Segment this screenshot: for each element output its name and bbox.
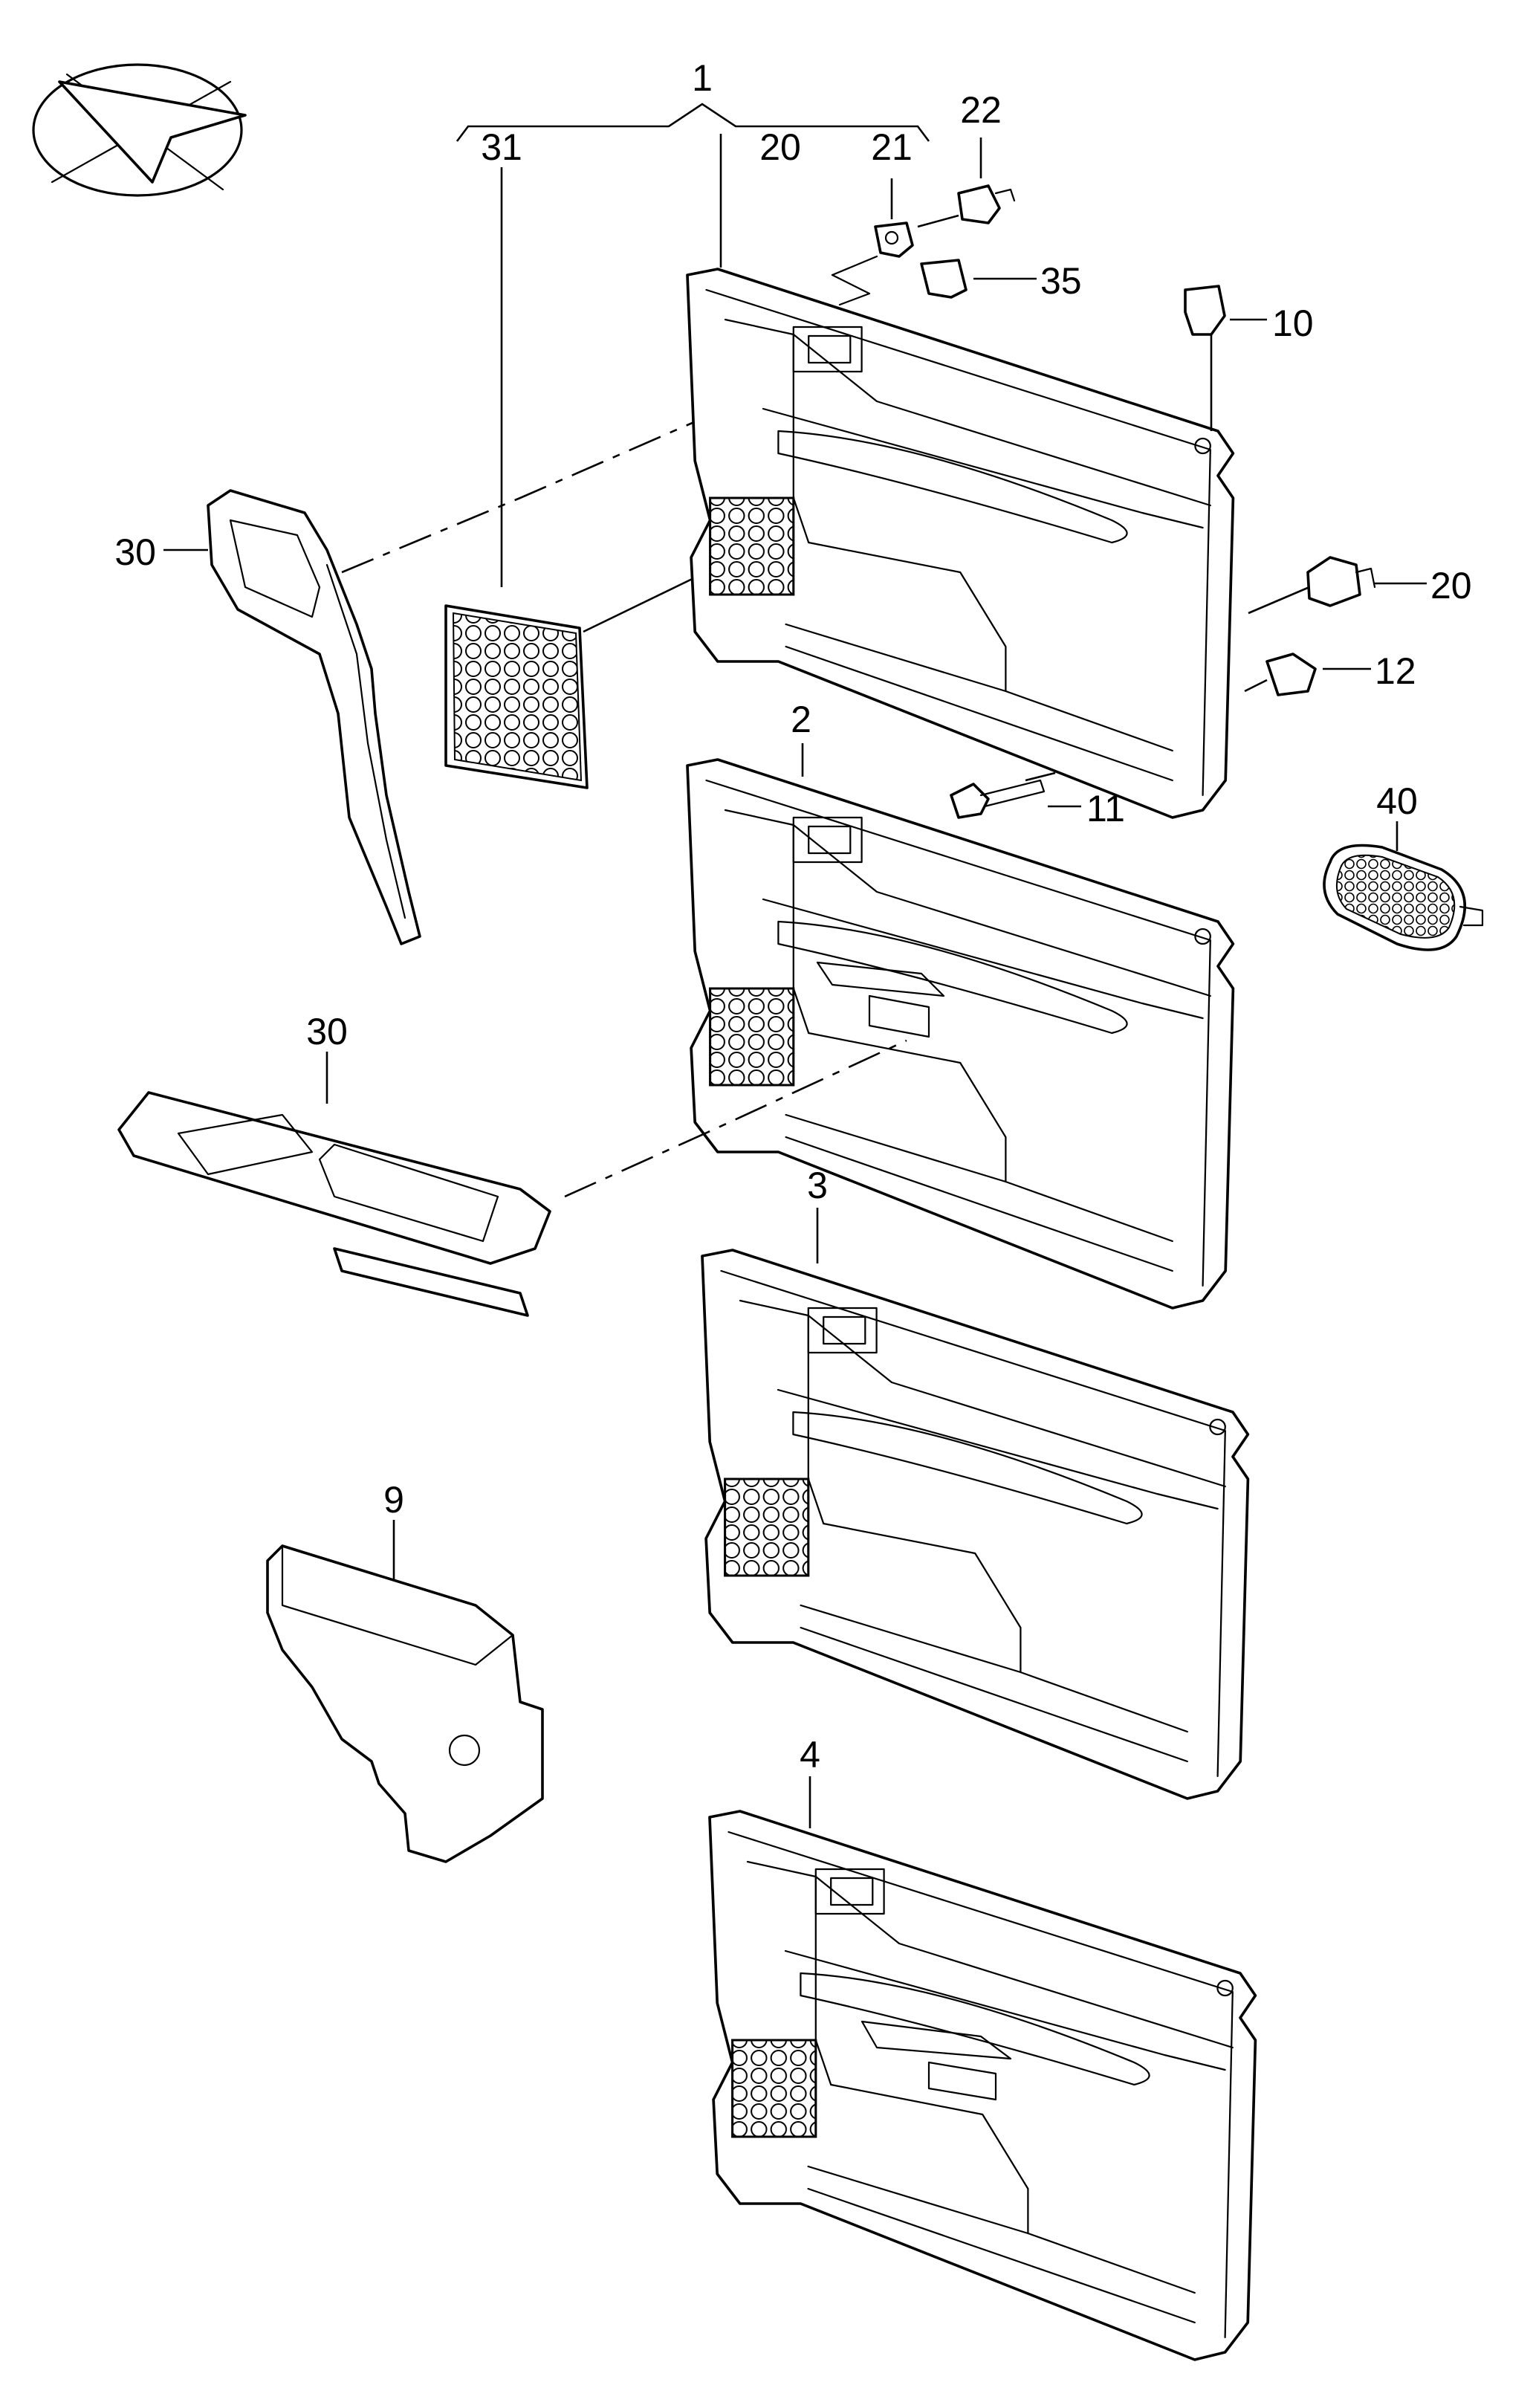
- label-1: 1: [692, 57, 713, 99]
- part-22-clip: [917, 137, 1016, 228]
- label-4: 4: [800, 1734, 820, 1776]
- part-31-speaker-grille: [444, 167, 707, 789]
- label-30-handle: 30: [114, 531, 156, 573]
- label-3: 3: [807, 1165, 828, 1206]
- part-20-fastener: [1248, 556, 1427, 615]
- part-9-insulation-pad: [266, 1520, 544, 1863]
- label-20-top: 20: [759, 126, 801, 168]
- part-4-door-trim-panel: [708, 1776, 1257, 2361]
- part-40-grille: [1323, 821, 1484, 951]
- part-35-nut: [920, 259, 1037, 299]
- label-2: 2: [791, 699, 811, 740]
- label-40: 40: [1376, 780, 1418, 822]
- label-9: 9: [383, 1479, 404, 1521]
- label-31: 31: [481, 126, 522, 168]
- part-2-door-trim-panel: [686, 743, 1235, 1310]
- label-11: 11: [1086, 788, 1125, 829]
- part-3-door-trim-panel: [701, 1208, 1250, 1800]
- part-1-door-trim-panel: [686, 134, 1235, 819]
- label-22: 22: [960, 89, 1002, 131]
- label-12: 12: [1375, 650, 1416, 692]
- label-10: 10: [1272, 302, 1314, 344]
- group-bracket-1: [456, 103, 930, 142]
- label-30-bezel: 30: [306, 1011, 348, 1052]
- part-30-switch-bezel: [117, 1039, 907, 1317]
- part-10-clip: [1184, 285, 1267, 431]
- part-11-screw: [950, 771, 1081, 819]
- label-35: 35: [1040, 260, 1082, 302]
- orientation-arrow-icon: [32, 63, 247, 197]
- part-12-fastener: [1244, 653, 1371, 696]
- label-20-right: 20: [1430, 565, 1472, 606]
- part-21-clip: [831, 178, 914, 306]
- label-21: 21: [871, 126, 913, 168]
